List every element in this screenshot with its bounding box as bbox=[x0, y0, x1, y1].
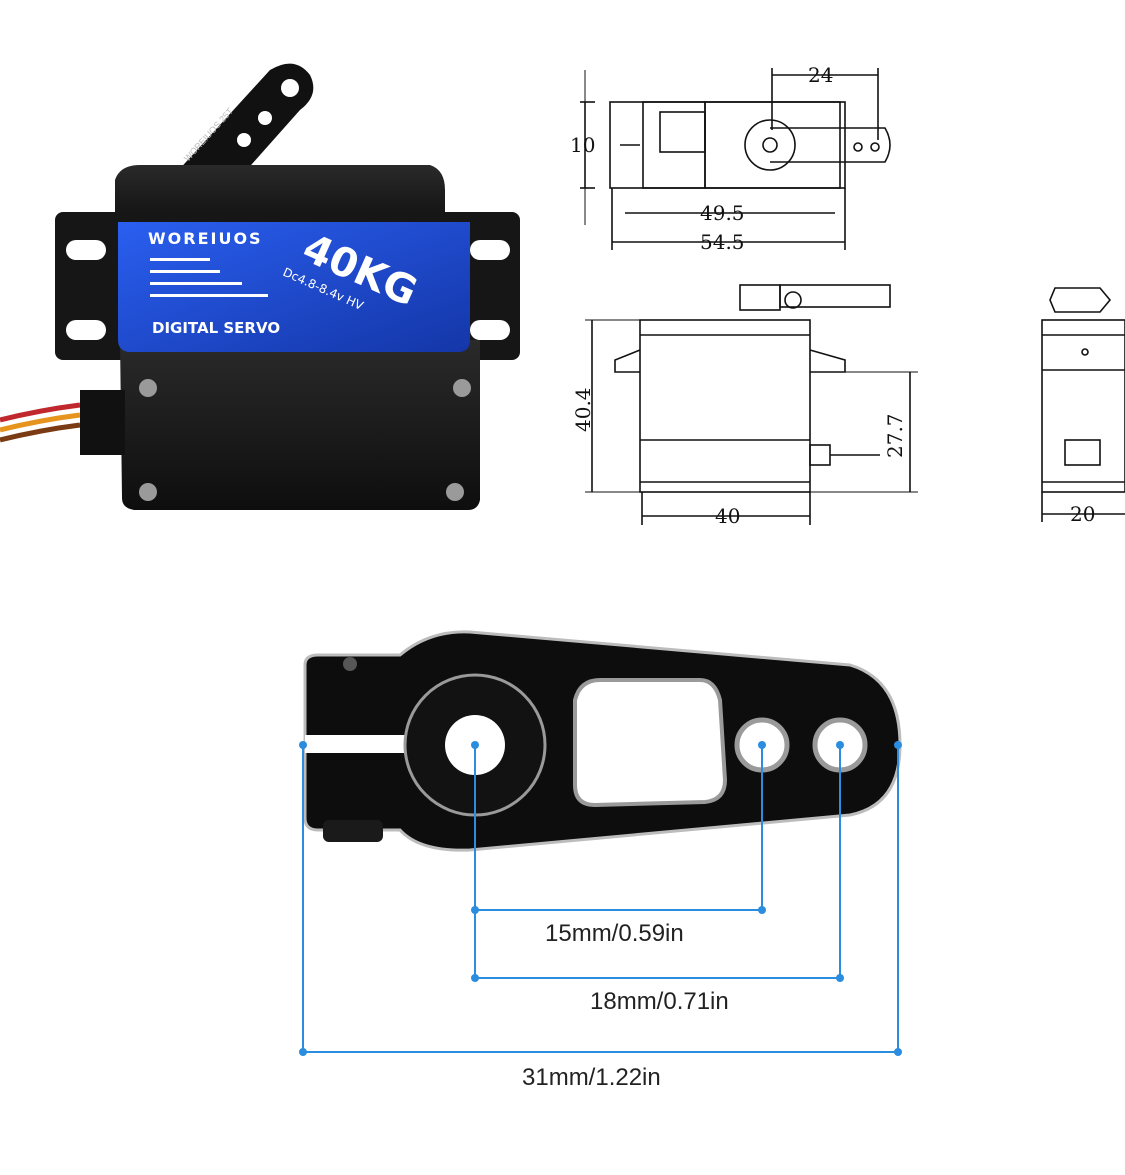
dim-side-40: 40 bbox=[715, 504, 740, 528]
dim-top-49-5: 49.5 bbox=[700, 201, 745, 225]
servo-body bbox=[120, 340, 480, 510]
dim-end-20: 20 bbox=[1070, 502, 1095, 526]
servo-label: WOREIUOS 40KG Dc4.8-8.4v HV DIGITAL SERV… bbox=[118, 222, 470, 352]
servo-photo: WOREIUOS 25T WOREIUOS 40KG Dc4.8-8.4v HV… bbox=[0, 63, 520, 510]
servo-brand-label: WOREIUOS bbox=[148, 229, 263, 248]
dim-side-27-7: 27.7 bbox=[883, 413, 907, 458]
end-view-drawing: 20 bbox=[1041, 287, 1125, 526]
measure-31mm: 31mm/1.22in bbox=[522, 1064, 661, 1091]
horn-measurements: 15mm/0.59in 18mm/0.71in 31mm/1.22in bbox=[299, 741, 902, 1091]
side-view-drawing: 40.4 27.7 40 bbox=[571, 284, 918, 528]
measure-15mm: 15mm/0.59in bbox=[545, 920, 684, 947]
dim-top-24: 24 bbox=[808, 63, 833, 87]
servo-wires bbox=[0, 402, 81, 443]
top-view-drawing: 10 24 49.5 54.5 bbox=[570, 63, 891, 254]
measure-18mm: 18mm/0.71in bbox=[590, 988, 729, 1015]
servo-type-label: DIGITAL SERVO bbox=[152, 319, 280, 337]
servo-horn-photo bbox=[303, 630, 902, 852]
dim-side-40-4: 40.4 bbox=[571, 387, 595, 432]
dim-top-10: 10 bbox=[570, 133, 595, 157]
dim-top-54-5: 54.5 bbox=[700, 230, 745, 254]
